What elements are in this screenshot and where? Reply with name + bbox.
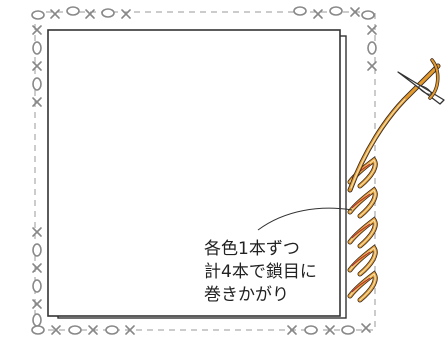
cross-stitch-mark bbox=[125, 325, 135, 335]
chain-stitch-mark bbox=[367, 41, 377, 55]
chain-stitch-mark bbox=[101, 8, 115, 18]
cross-stitch-mark bbox=[32, 61, 42, 71]
cross-stitch-mark bbox=[367, 25, 377, 35]
chain-stitch-mark bbox=[361, 10, 375, 20]
yarn-wrap bbox=[347, 244, 378, 277]
annotation-line-1: 各色1本ずつ bbox=[204, 239, 300, 259]
annotation-line-2: 計4本で鎖目に bbox=[204, 262, 317, 282]
cross-stitch-mark bbox=[121, 9, 131, 19]
chain-stitch-mark bbox=[31, 325, 45, 335]
cross-stitch-mark bbox=[32, 299, 42, 309]
yarn-wrap-group bbox=[347, 156, 378, 303]
cross-stitch-mark bbox=[50, 9, 60, 19]
cross-stitch-mark bbox=[350, 7, 360, 17]
cross-stitch-mark bbox=[287, 325, 297, 335]
sewing-needle-icon bbox=[397, 58, 445, 105]
yarn-strand bbox=[347, 63, 441, 193]
chain-stitch-mark bbox=[32, 313, 42, 327]
cross-stitch-mark bbox=[32, 97, 42, 107]
cross-stitch-mark bbox=[361, 323, 371, 333]
cross-stitch-mark bbox=[51, 325, 61, 335]
chain-stitch-mark bbox=[31, 10, 45, 20]
chain-stitch-mark bbox=[293, 6, 307, 16]
chain-stitch-mark bbox=[68, 325, 82, 335]
chain-stitch-mark bbox=[66, 6, 80, 16]
yarn-wrap bbox=[347, 270, 378, 303]
chain-stitch-mark bbox=[32, 243, 42, 257]
yarn-wrap bbox=[347, 216, 378, 249]
chain-stitch-mark bbox=[304, 325, 318, 335]
chain-stitch-mark bbox=[32, 77, 42, 91]
border-stitch-marks bbox=[31, 6, 377, 335]
annotation-line-3: 巻きかがり bbox=[204, 285, 289, 305]
annotation-leader-line bbox=[257, 207, 353, 231]
cross-stitch-mark bbox=[85, 9, 95, 19]
chain-stitch-mark bbox=[32, 41, 42, 55]
yarn-wrap bbox=[347, 186, 378, 219]
chain-stitch-mark bbox=[341, 325, 355, 335]
cross-stitch-mark bbox=[32, 25, 42, 35]
cross-stitch-mark bbox=[32, 263, 42, 273]
front-panel bbox=[47, 29, 341, 317]
cross-stitch-mark bbox=[325, 325, 335, 335]
chain-stitch-mark bbox=[32, 279, 42, 293]
chain-stitch-mark bbox=[105, 325, 119, 335]
cross-stitch-mark bbox=[32, 227, 42, 237]
annotation-text: 各色1本ずつ 計4本で鎖目に 巻きかがり bbox=[204, 238, 317, 307]
chain-stitch-mark bbox=[329, 6, 343, 16]
cross-stitch-mark bbox=[367, 61, 377, 71]
cross-stitch-mark bbox=[88, 325, 98, 335]
cross-stitch-mark bbox=[313, 9, 323, 19]
